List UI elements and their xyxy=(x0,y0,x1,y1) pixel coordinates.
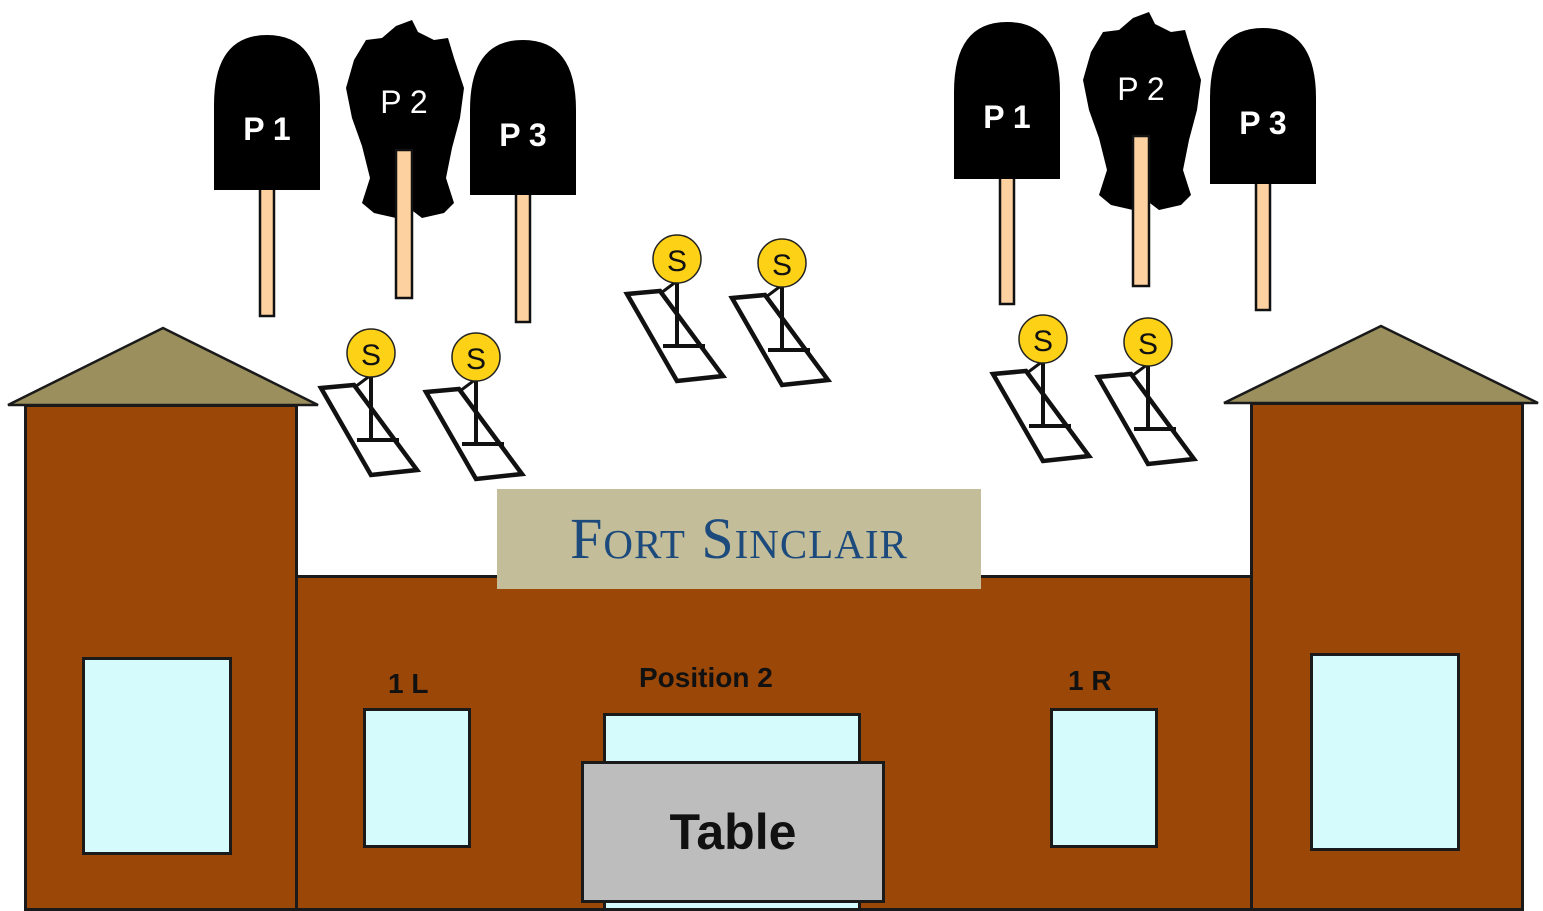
sensor-label: S xyxy=(361,339,381,372)
player-label: P 2 xyxy=(1117,71,1165,107)
table-label: Table xyxy=(669,804,797,860)
sensor-4: S xyxy=(728,238,833,388)
sensor-5: S xyxy=(989,314,1094,464)
player-right-p1 xyxy=(954,22,1060,306)
sensor-3: S xyxy=(623,234,728,384)
sensor-label: S xyxy=(667,245,687,278)
sign-text: Fort Sinclair xyxy=(570,506,908,571)
sensor-label: S xyxy=(1033,325,1053,358)
sensor-6: S xyxy=(1094,317,1199,467)
sensor-1: S xyxy=(317,328,422,478)
player-label: P 3 xyxy=(499,117,547,153)
player-right-p3 xyxy=(1210,28,1316,312)
fort-sinclair-sign: Fort Sinclair xyxy=(497,489,981,589)
player-label: P 2 xyxy=(380,84,428,120)
position-1l-label: 1 L xyxy=(388,668,429,699)
left-tower-window xyxy=(82,657,232,855)
window-1l xyxy=(363,708,471,848)
player-left-p2 xyxy=(346,20,464,300)
table: Table xyxy=(581,761,885,903)
player-left-p3 xyxy=(470,40,576,324)
player-label: P 1 xyxy=(983,99,1031,135)
sensor-label: S xyxy=(772,249,792,282)
player-right-p2 xyxy=(1083,12,1201,288)
window-1r xyxy=(1050,708,1158,848)
sensor-label: S xyxy=(466,343,486,376)
player-left-p1 xyxy=(214,35,320,318)
sensor-2: S xyxy=(422,332,527,482)
sensor-label: S xyxy=(1138,328,1158,361)
right-tower-window xyxy=(1310,653,1460,851)
player-label: P 3 xyxy=(1239,105,1287,141)
position-2-label: Position 2 xyxy=(639,662,773,693)
player-label: P 1 xyxy=(243,111,291,147)
position-1r-label: 1 R xyxy=(1068,665,1112,696)
